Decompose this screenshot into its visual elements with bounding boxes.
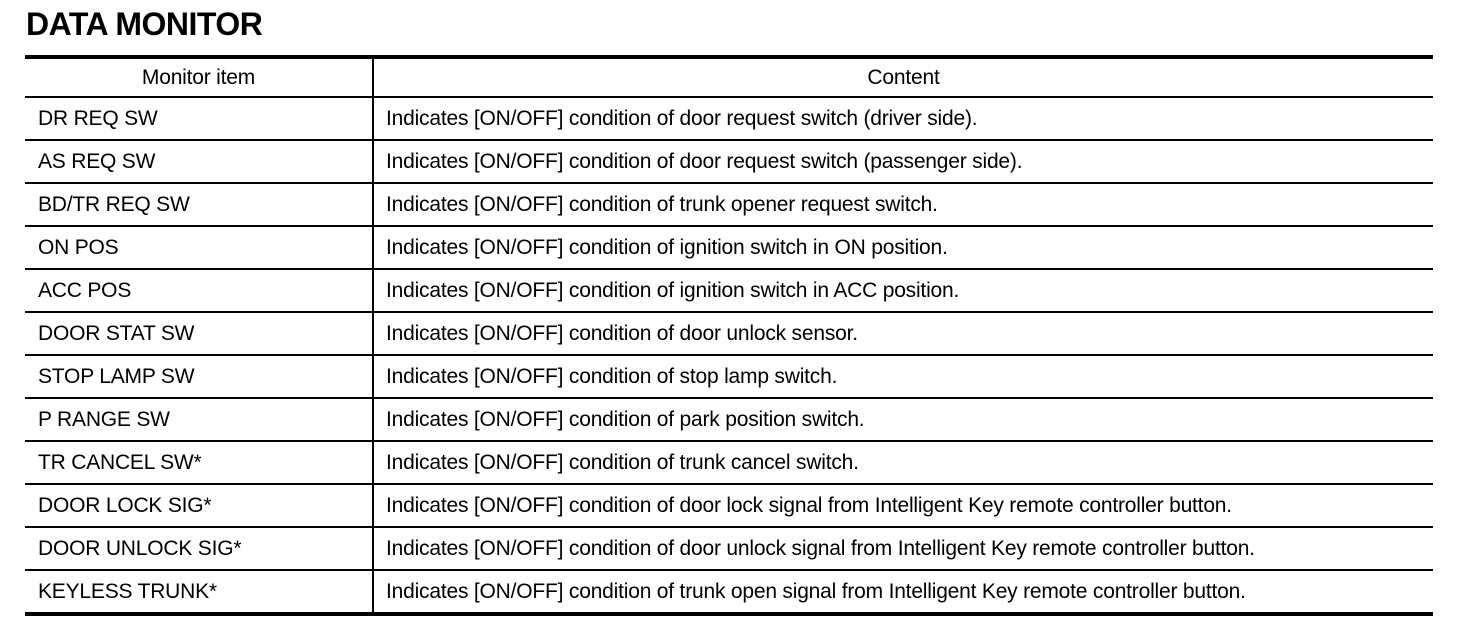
monitor-item-cell: STOP LAMP SW [25,355,374,399]
monitor-item-cell: ACC POS [25,269,374,313]
monitor-item-cell: TR CANCEL SW* [25,441,374,485]
table-row: DR REQ SW Indicates [ON/OFF] condition o… [25,97,1433,141]
monitor-item-cell: DOOR STAT SW [25,312,374,356]
monitor-item-cell: DOOR LOCK SIG* [25,484,374,528]
monitor-item-cell: P RANGE SW [25,398,374,442]
table-row: DOOR STAT SW Indicates [ON/OFF] conditio… [25,312,1433,356]
table-row: KEYLESS TRUNK* Indicates [ON/OFF] condit… [25,570,1433,615]
table-row: ON POS Indicates [ON/OFF] condition of i… [25,226,1433,270]
monitor-item-cell: BD/TR REQ SW [25,183,374,227]
table-row: TR CANCEL SW* Indicates [ON/OFF] conditi… [25,441,1433,485]
table-body: DR REQ SW Indicates [ON/OFF] condition o… [25,97,1433,615]
monitor-item-column-header: Monitor item [25,57,374,98]
content-cell: Indicates [ON/OFF] condition of ignition… [373,269,1433,313]
monitor-item-cell: KEYLESS TRUNK* [25,570,374,615]
table-row: AS REQ SW Indicates [ON/OFF] condition o… [25,140,1433,184]
table-row: BD/TR REQ SW Indicates [ON/OFF] conditio… [25,183,1433,227]
monitor-item-cell: ON POS [25,226,374,270]
content-cell: Indicates [ON/OFF] condition of ignition… [373,226,1433,270]
content-cell: Indicates [ON/OFF] condition of door unl… [373,312,1433,356]
table-row: P RANGE SW Indicates [ON/OFF] condition … [25,398,1433,442]
page-title: DATA MONITOR [26,6,263,42]
content-cell: Indicates [ON/OFF] condition of door req… [373,97,1433,141]
content-column-header: Content [373,57,1433,98]
table-row: STOP LAMP SW Indicates [ON/OFF] conditio… [25,355,1433,399]
content-cell: Indicates [ON/OFF] condition of door loc… [373,484,1433,528]
content-cell: Indicates [ON/OFF] condition of door req… [373,140,1433,184]
content-cell: Indicates [ON/OFF] condition of trunk ca… [373,441,1433,485]
table-header-row: Monitor item Content [25,57,1433,98]
content-cell: Indicates [ON/OFF] condition of trunk op… [373,570,1433,615]
monitor-item-cell: DOOR UNLOCK SIG* [25,527,374,571]
content-cell: Indicates [ON/OFF] condition of trunk op… [373,183,1433,227]
table-row: DOOR UNLOCK SIG* Indicates [ON/OFF] cond… [25,527,1433,571]
content-cell: Indicates [ON/OFF] condition of door unl… [373,527,1433,571]
table-row: DOOR LOCK SIG* Indicates [ON/OFF] condit… [25,484,1433,528]
table-row: ACC POS Indicates [ON/OFF] condition of … [25,269,1433,313]
data-monitor-table: Monitor item Content DR REQ SW Indicates… [25,55,1433,616]
monitor-item-cell: DR REQ SW [25,97,374,141]
monitor-item-cell: AS REQ SW [25,140,374,184]
content-cell: Indicates [ON/OFF] condition of stop lam… [373,355,1433,399]
content-cell: Indicates [ON/OFF] condition of park pos… [373,398,1433,442]
